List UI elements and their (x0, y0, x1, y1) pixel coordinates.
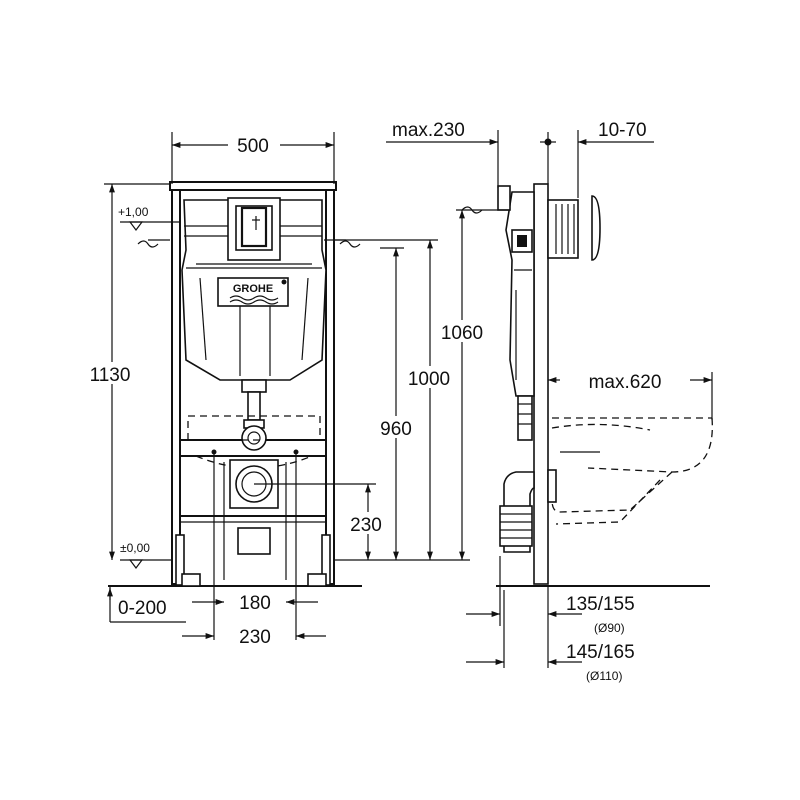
level-zero-label: ±0,00 (120, 541, 150, 555)
dim-offset-110-label: 145/165 (566, 642, 635, 663)
side-view: max.230 10-70 1060 max.620 135/155 (Ø90) (386, 120, 713, 683)
grohe-logo: GROHE (217, 277, 289, 307)
level-markers: +1,00 ±0,00 (118, 205, 361, 569)
dim-wall-label: 10-70 (598, 120, 647, 141)
dim-depth-label: max.230 (392, 120, 465, 141)
bowl-outline-side (551, 417, 713, 525)
svg-text:GROHE: GROHE (233, 283, 273, 295)
frame-right-upright (325, 185, 335, 585)
dim-offset-90-note: (Ø90) (594, 621, 625, 635)
waste-pipe (237, 527, 271, 555)
frame-left-upright (171, 185, 181, 585)
bowl-outline-front (187, 415, 321, 441)
side-actuator-plate (591, 195, 601, 261)
side-actuator-housing (547, 199, 579, 259)
dim-inlet-label: 1000 (408, 369, 450, 390)
dim-offset-90-label: 135/155 (566, 594, 635, 615)
dim-offset-110-note: (Ø110) (586, 669, 622, 683)
centerline-mark (540, 132, 556, 184)
foot-left (175, 534, 185, 586)
dim-total-height-label: 1130 (90, 365, 131, 386)
actuator-plate (240, 206, 268, 248)
dim-projection-label: max.620 (589, 372, 662, 393)
dim-width-label: 500 (237, 136, 269, 157)
dim-flush-label: 960 (380, 419, 412, 440)
level-top-label: +1,00 (118, 205, 149, 219)
frame-top-bar (169, 181, 337, 191)
flush-bend (241, 425, 267, 451)
dim-bolt-spacing-label: 230 (239, 627, 271, 648)
side-cistern (505, 191, 535, 397)
dim-waste-label: 230 (350, 515, 382, 536)
side-frame-upright (533, 183, 549, 585)
dim-adjust-label: 0-200 (118, 598, 167, 619)
dim-foot-spacing-label: 180 (239, 593, 271, 614)
front-view: GROHE +1,00 (84, 132, 470, 648)
dim-actuator-label: 1060 (441, 323, 483, 344)
